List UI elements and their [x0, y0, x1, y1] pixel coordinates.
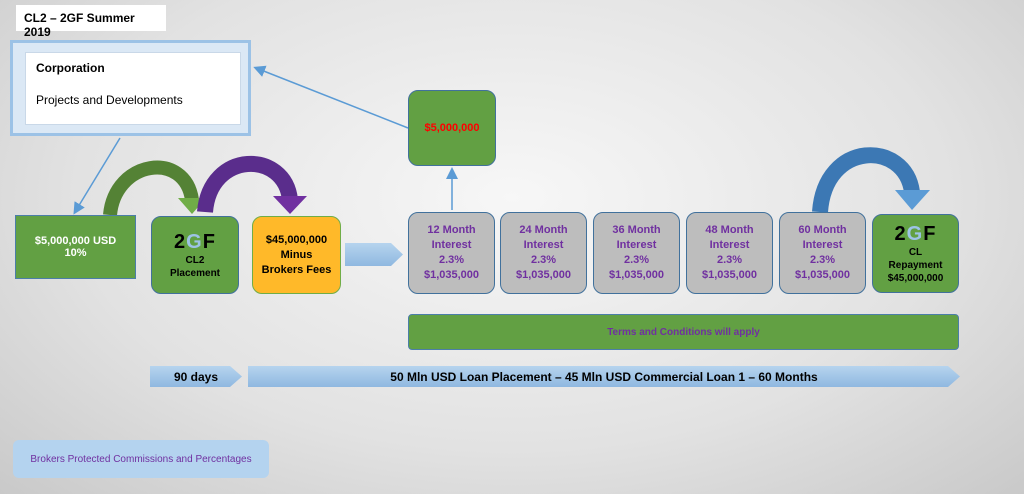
interest-label: 12 Month — [427, 224, 476, 236]
deposit-amount: $5,000,000 USD — [34, 235, 117, 247]
arrow-corp-to-deposit — [73, 137, 121, 215]
net-amount-box: $45,000,000 Minus Brokers Fees — [252, 216, 341, 294]
repayment-box: 2GF CL Repayment $45,000,000 — [872, 214, 959, 293]
flow-arrow — [345, 243, 403, 266]
interest-sub: Interest — [616, 239, 657, 251]
timeline-short: 90 days — [150, 366, 242, 387]
interest-label: 60 Month — [798, 224, 847, 236]
net-line3: Brokers Fees — [261, 263, 332, 276]
top-amount-box: $5,000,000 — [408, 90, 496, 166]
deposit-percent: 10% — [64, 247, 87, 259]
interest-rate: 2.3% — [438, 254, 465, 266]
interest-rate: 2.3% — [809, 254, 836, 266]
placement-line1: CL2 — [185, 254, 205, 266]
interest-sub: Interest — [523, 239, 564, 251]
interest-amount: $1,035,000 — [423, 269, 480, 281]
interest-sub: Interest — [431, 239, 472, 251]
interest-rate: 2.3% — [623, 254, 650, 266]
2gf-logo: 2GF — [174, 230, 216, 253]
deposit-box: $5,000,000 USD 10% — [15, 215, 136, 279]
timeline-long: 50 Mln USD Loan Placement – 45 Mln USD C… — [248, 366, 960, 387]
curved-arrow-purple — [197, 156, 298, 214]
interest-label: 24 Month — [519, 224, 568, 236]
interest-sub: Interest — [802, 239, 843, 251]
repayment-line2: Repayment — [888, 259, 943, 271]
terms-bar: Terms and Conditions will apply — [408, 314, 959, 350]
net-line1: $45,000,000 — [265, 233, 328, 246]
corporation-box: Corporation Projects and Developments — [25, 52, 241, 125]
interest-rate: 2.3% — [716, 254, 743, 266]
interest-amount: $1,035,000 — [701, 269, 758, 281]
interest-amount: $1,035,000 — [794, 269, 851, 281]
corporation-heading: Corporation — [36, 61, 105, 75]
interest-label: 36 Month — [612, 224, 661, 236]
repayment-line3: $45,000,000 — [887, 272, 944, 284]
2gf-logo: 2GF — [894, 222, 937, 245]
net-line2: Minus — [280, 248, 313, 261]
corporation-sub: Projects and Developments — [36, 93, 183, 107]
arrow-top-to-corp — [253, 65, 409, 129]
placement-box: 2GF CL2 Placement — [151, 216, 239, 294]
interest-label: 48 Month — [705, 224, 754, 236]
interest-rate: 2.3% — [530, 254, 557, 266]
interest-amount: $1,035,000 — [608, 269, 665, 281]
interest-amount: $1,035,000 — [515, 269, 572, 281]
brokers-note: Brokers Protected Commissions and Percen… — [13, 440, 269, 478]
curved-arrow-green — [103, 160, 199, 217]
curved-arrow-blue — [812, 147, 920, 213]
interest-sub: Interest — [709, 239, 750, 251]
placement-line2: Placement — [169, 267, 221, 279]
page-title: CL2 – 2GF Summer 2019 — [16, 5, 166, 39]
repayment-line1: CL — [908, 246, 923, 258]
